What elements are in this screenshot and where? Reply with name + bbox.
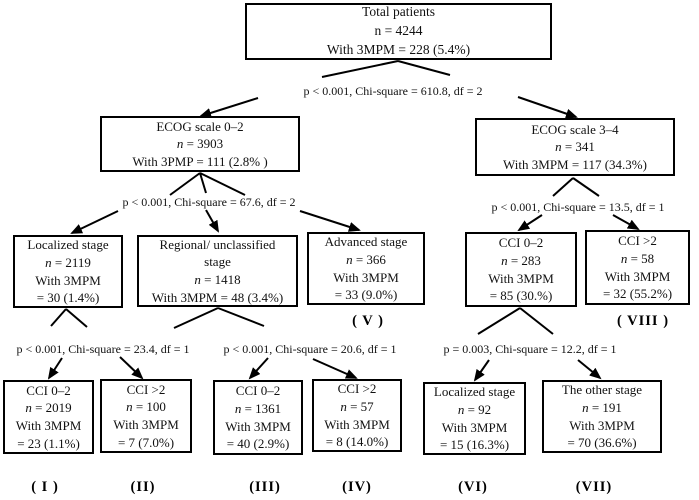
node-n: n = 57 <box>340 398 374 414</box>
node-title: CCI >2 <box>337 381 377 397</box>
node-title: CCI >2 <box>126 381 166 397</box>
node-3mpm-value: = 40 (2.9%) <box>226 436 290 452</box>
node-3mpm: With 3MPM <box>488 270 554 286</box>
node-3mpm-value: = 70 (36.6%) <box>567 435 637 451</box>
node-3mpm: With 3MPM = 228 (5.4%) <box>326 41 471 57</box>
node-3mpm-value: = 30 (1.4%) <box>36 290 100 306</box>
node-3mpm-value: = 85 (30.%) <box>489 288 553 304</box>
node-title: Localized stage <box>27 237 109 253</box>
node-3mpm-value: = 23 (1.1%) <box>17 435 80 451</box>
node-n: n = 1418 <box>194 272 241 287</box>
node-3mpm: With 3MPM <box>604 268 671 284</box>
group-label-VII: (VII) <box>575 479 613 495</box>
node-cci-gt2-right: CCI >2 n = 58 With 3MPM = 32 (55.2%) <box>585 230 690 305</box>
stat-regional-split: p < 0.001, Chi-square = 20.6, df = 1 <box>223 342 397 356</box>
node-3mpm-value: = 33 (9.0%) <box>334 287 398 303</box>
node-3mpm: With 3MPM <box>324 416 390 432</box>
node-3mpm: With 3MPM <box>441 419 508 435</box>
node-title: CCI 0–2 <box>235 383 281 399</box>
node-3mpm: With 3MPM <box>225 418 291 434</box>
node-3mpm-value: = 15 (16.3%) <box>439 437 510 453</box>
node-n: n = 341 <box>555 139 595 155</box>
node-title: ECOG scale 3–4 <box>531 121 619 137</box>
node-ecog-0-2: ECOG scale 0–2 n = 3903 With 3PMP = 111 … <box>100 116 300 172</box>
node-3mpm-value: = 32 (55.2%) <box>602 286 673 302</box>
node-regional-unclassified-stage: Regional/ unclassified stage n = 1418 Wi… <box>137 235 298 307</box>
node-n: n = 2019 <box>25 400 72 416</box>
group-label-IV: (IV) <box>342 479 372 495</box>
group-label-VIII: ( VIII ) <box>616 313 670 329</box>
node-title: CCI >2 <box>618 233 657 249</box>
node-group-7: The other stage n = 191 With 3MPM = 70 (… <box>542 380 662 453</box>
node-n: n = 92 <box>457 401 492 417</box>
group-label-II: (II) <box>130 479 156 495</box>
node-title: Advanced stage <box>324 234 408 250</box>
node-cci-0-2-right: CCI 0–2 n = 283 With 3MPM = 85 (30.%) <box>465 232 577 307</box>
node-3mpm: With 3MPM <box>15 418 82 433</box>
node-n: n = 3903 <box>176 136 224 152</box>
node-title: Localized stage <box>433 384 516 400</box>
node-3mpm: With 3MPM <box>569 417 635 433</box>
stat-localized-split: p < 0.001, Chi-square = 23.4, df = 1 <box>16 342 190 356</box>
node-title: Regional/ unclassified <box>159 236 276 252</box>
node-n: n = 1361 <box>234 400 282 416</box>
stat-total-split: p < 0.001, Chi-square = 610.8, df = 2 <box>303 84 483 98</box>
node-localized-stage: Localized stage n = 2119 With 3MPM = 30 … <box>13 235 123 308</box>
node-3mpm: With 3MPM = 48 (3.4%) <box>151 289 284 305</box>
node-title: CCI 0–2 <box>498 235 544 251</box>
node-n: n = 191 <box>582 399 622 415</box>
node-group-3: CCI 0–2 n = 1361 With 3MPM = 40 (2.9%) <box>213 380 303 455</box>
node-3mpm-value: = 7 (7.0%) <box>117 434 175 450</box>
node-group-1: CCI 0–2 n = 2019 With 3MPM = 23 (1.1%) <box>3 380 94 454</box>
node-n: n = 58 <box>620 250 655 266</box>
node-n: n = 4244 <box>374 23 423 39</box>
group-label-I: ( I ) <box>31 479 59 495</box>
node-n: n = 100 <box>126 399 166 415</box>
node-ecog-3-4: ECOG scale 3–4 n = 341 With 3MPM = 117 (… <box>475 118 675 176</box>
group-label-VI: (VI) <box>458 479 488 495</box>
group-label-V: ( V ) <box>352 313 384 329</box>
node-n: n = 2119 <box>45 254 91 270</box>
stat-cci02-split: p = 0.003, Chi-square = 12.2, df = 1 <box>443 342 617 356</box>
stat-ecog34-split: p < 0.001, Chi-square = 13.5, df = 1 <box>491 200 665 214</box>
node-n: n = 283 <box>501 252 541 268</box>
node-3mpm: With 3MPM <box>35 272 101 288</box>
node-title: ECOG scale 0–2 <box>156 118 244 134</box>
node-n: n = 366 <box>346 251 386 267</box>
node-title: CCI 0–2 <box>26 382 71 398</box>
node-3mpm: With 3MPM = 117 (34.3%) <box>503 156 647 172</box>
stat-ecog02-split: p < 0.001, Chi-square = 67.6, df = 2 <box>122 195 296 209</box>
node-advanced-stage: Advanced stage n = 366 With 3MPM = 33 (9… <box>307 232 425 305</box>
node-title-2: stage <box>204 254 231 270</box>
node-3mpm-value: = 8 (14.0%) <box>325 434 389 450</box>
node-title: Total patients <box>362 4 435 20</box>
node-total-patients: Total patients n = 4244 With 3MPM = 228 … <box>245 3 552 60</box>
group-label-III: (III) <box>249 479 281 495</box>
node-3mpm: With 3PMP = 111 (2.8% ) <box>132 153 268 169</box>
node-title: The other stage <box>561 382 643 398</box>
node-group-4: CCI >2 n = 57 With 3MPM = 8 (14.0%) <box>312 379 402 452</box>
node-group-6: Localized stage n = 92 With 3MPM = 15 (1… <box>423 382 526 455</box>
node-group-2: CCI >2 n = 100 With 3MPM = 7 (7.0%) <box>100 379 192 453</box>
node-3mpm: With 3MPM <box>113 417 179 432</box>
node-3mpm: With 3MPM <box>333 269 399 285</box>
